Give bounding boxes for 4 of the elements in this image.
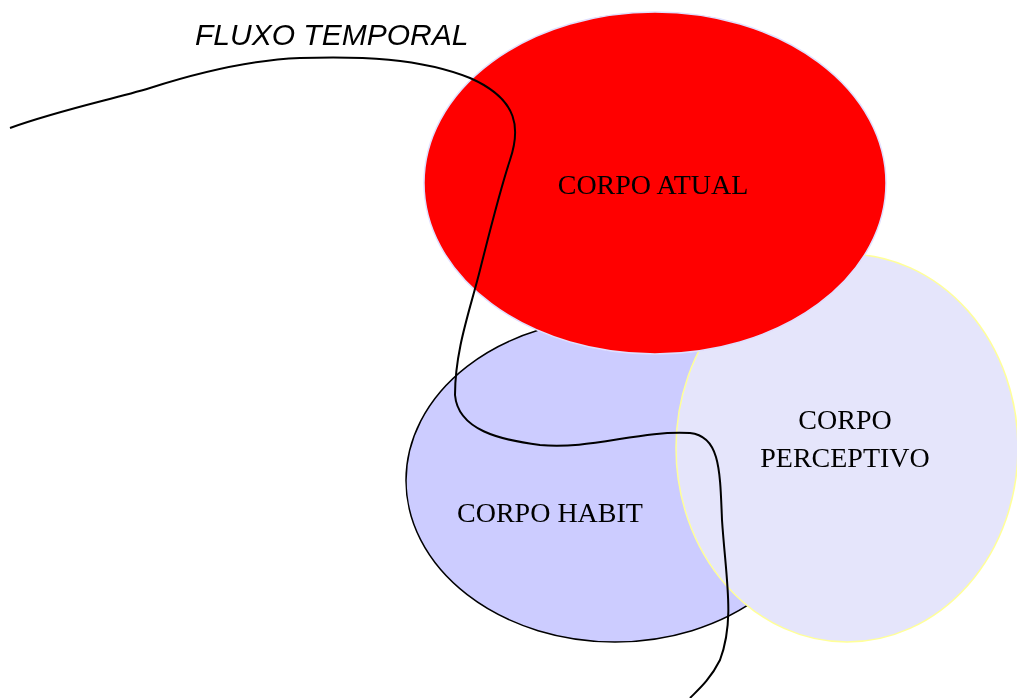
ellipse-label: CORPO HABIT bbox=[456, 496, 644, 530]
flow-label: FLUXO TEMPORAL bbox=[195, 18, 469, 52]
ellipse-label: CORPO ATUAL bbox=[556, 168, 750, 202]
ellipse-label: CORPO PERCEPTIVO bbox=[759, 403, 931, 475]
